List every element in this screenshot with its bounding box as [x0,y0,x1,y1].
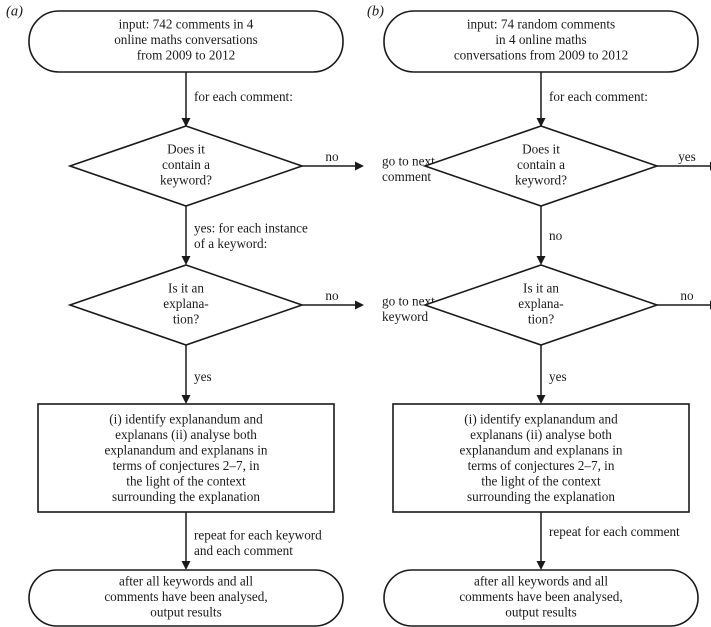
arrow-process-to-output-head [536,561,546,570]
for-each-comment-label: for each comment: [194,89,293,104]
process-text-line: terms of conjectures 2–7, in [468,458,615,473]
decision2-down-label-line: yes [194,369,212,384]
input-text-line: input: 742 comments in 4 [119,17,254,32]
process-text-line: (i) identify explanandum and [464,411,618,426]
decision2-down-label-line: yes [549,369,567,384]
process-text-line: the light of the context [126,473,246,488]
panel-label: (b) [367,3,384,19]
decision1-text-line: Does it [167,142,205,157]
arrow-decision2-side-head [355,300,364,310]
decision2-text-line: Is it an [523,281,559,296]
input-text-line: conversations from 2009 to 2012 [454,48,628,63]
for-each-comment-label: for each comment: [549,89,648,104]
process-text-line: surrounding the explanation [467,489,615,504]
arrow-decision1-to-decision2-head [536,256,546,265]
decision1-side-target-line: go to next [382,153,435,168]
decision2-text-line: tion? [173,312,200,327]
decision2-side-label: no [680,288,694,303]
decision2-text-line: Is it an [168,281,204,296]
process-text-line: explanandum and explanans in [460,442,623,457]
process-text-line: (i) identify explanandum and [109,411,263,426]
output-text-line: after all keywords and all [119,574,253,589]
process-text-line: explanans (ii) analyse both [470,427,612,442]
decision1-down-label-line: yes: for each instance [194,220,308,235]
decision1-text-line: Does it [522,142,560,157]
output-text-line: comments have been analysed, [459,589,622,604]
output-text-line: after all keywords and all [474,574,608,589]
decision1-text-line: contain a [517,157,565,172]
panel-label: (a) [6,3,23,19]
output-text-line: output results [505,605,576,620]
repeat-label-line: and each comment [194,543,293,558]
decision1-down-label-line: of a keyword: [194,236,267,251]
process-text-line: explanandum and explanans in [105,442,268,457]
process-text-line: explanans (ii) analyse both [115,427,257,442]
process-text-line: surrounding the explanation [112,489,260,504]
decision1-text-line: keyword? [160,173,212,188]
decision2-text-line: explana- [163,296,208,311]
decision1-down-label-line: no [549,228,563,243]
decision2-side-target-line: keyword [382,309,429,324]
input-text-line: in 4 online maths [495,32,586,47]
output-terminal-shape [28,569,344,627]
arrow-input-to-decision1-head [536,118,546,127]
arrow-decision1-side-head [355,161,364,171]
decision1-side-label: no [325,149,339,164]
output-text-line: comments have been analysed, [104,589,267,604]
arrow-decision1-to-decision2-head [181,256,191,265]
input-text-line: online maths conversations [114,32,258,47]
repeat-label-line: repeat for each keyword [194,527,322,542]
decision1-text-line: keyword? [515,173,567,188]
arrow-decision2-to-process-head [181,395,191,404]
decision1-text-line: contain a [162,157,210,172]
arrow-input-to-decision1-head [181,118,191,127]
output-text-line: output results [150,605,221,620]
arrow-decision2-to-process-head [536,395,546,404]
process-text-line: terms of conjectures 2–7, in [113,458,260,473]
decision1-side-label: yes [678,149,696,164]
decision2-side-target-line: go to next [382,293,435,308]
input-text-line: from 2009 to 2012 [137,48,236,63]
repeat-label-line: repeat for each comment [549,524,680,539]
process-rect [392,403,690,513]
decision2-text-line: tion? [528,312,555,327]
decision2-text-line: explana- [518,296,563,311]
input-text-line: input: 74 random comments [467,17,615,32]
output-terminal-shape [383,569,699,627]
decision1-side-target-line: comment [382,169,431,184]
arrow-process-to-output-head [181,561,191,570]
decision2-side-label: no [325,288,339,303]
process-text-line: the light of the context [481,473,601,488]
